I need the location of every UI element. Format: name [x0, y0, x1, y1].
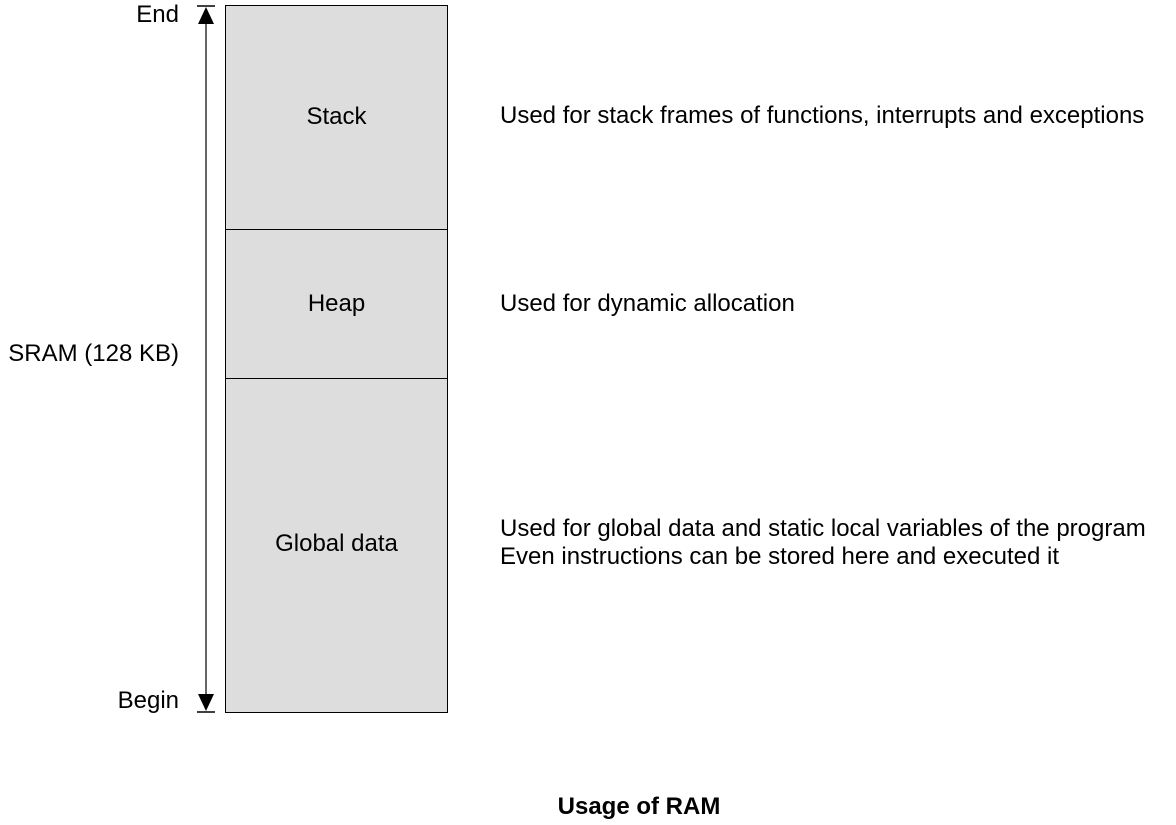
heap-description: Used for dynamic allocation	[500, 290, 795, 317]
heap-segment: Heap	[225, 229, 448, 379]
global-data-segment: Global data	[225, 378, 448, 713]
size-dimension-arrow	[197, 5, 215, 713]
diagram-title: Usage of RAM	[557, 793, 721, 820]
up-arrowhead-icon	[198, 7, 214, 24]
stack-segment: Stack	[225, 5, 448, 230]
end-label: End	[136, 1, 179, 28]
heap-segment-label: Heap	[307, 290, 366, 317]
down-arrowhead-icon	[198, 694, 214, 711]
memory-size-label: SRAM (128 KB)	[8, 340, 179, 367]
global-data-description-line-1: Used for global data and static local va…	[500, 515, 1146, 542]
stack-description: Used for stack frames of functions, inte…	[500, 102, 1145, 129]
global-data-description-line-2: Even instructions can be stored here and…	[500, 543, 1060, 570]
stack-segment-label: Stack	[306, 103, 367, 130]
begin-label: Begin	[117, 687, 179, 714]
global-data-segment-label: Global data	[275, 530, 398, 557]
